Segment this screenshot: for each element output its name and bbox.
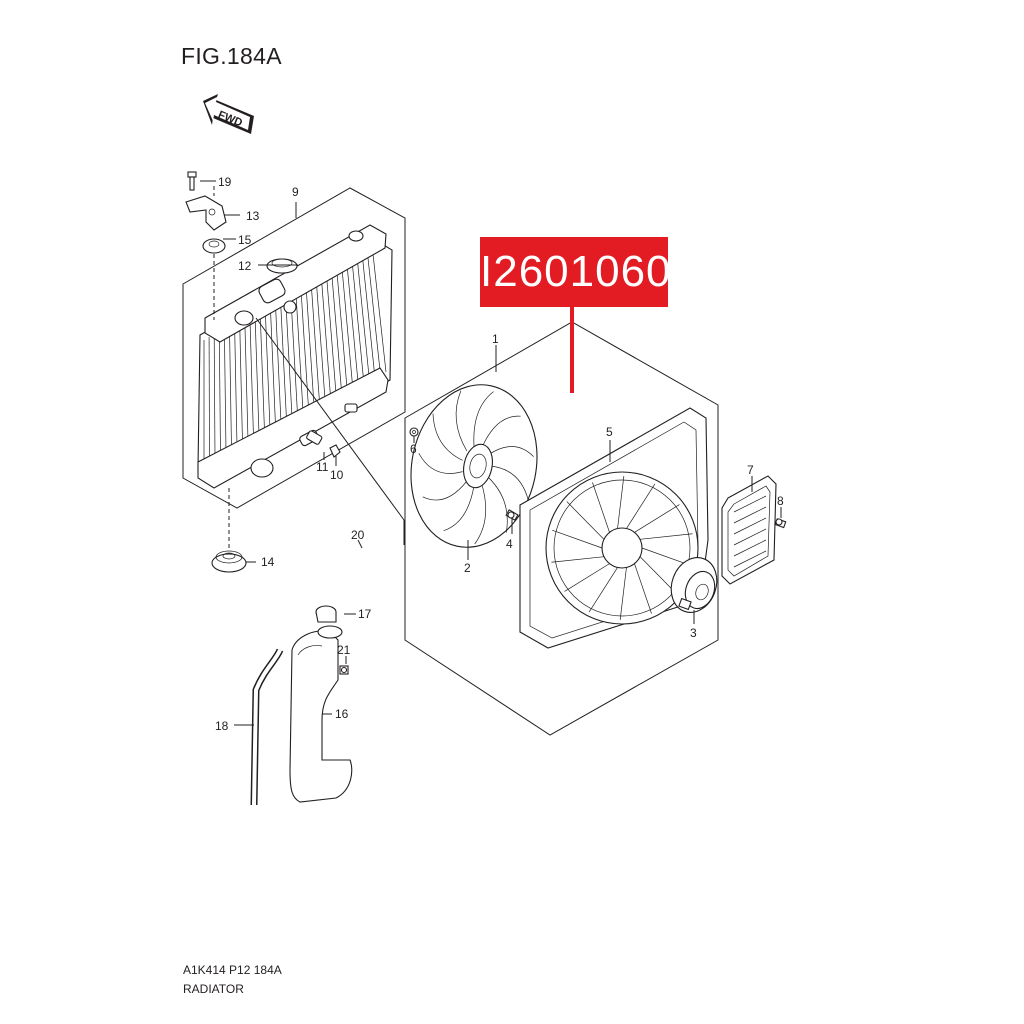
callout-11: 11 (316, 460, 329, 474)
highlighted-part-number: I2601060 (480, 237, 671, 307)
callout-4: 4 (506, 537, 513, 551)
callout-8: 8 (777, 494, 784, 508)
bracket-13 (185, 195, 227, 231)
callout-18: 18 (215, 719, 229, 733)
callout-14: 14 (261, 555, 275, 569)
reservoir-cap-17 (315, 605, 337, 623)
fan-shroud (519, 407, 709, 649)
screw-21 (339, 665, 349, 675)
figure-title: FIG.184A (181, 43, 282, 69)
callout-5: 5 (606, 425, 613, 439)
callout-6: 6 (410, 442, 417, 456)
screw-4 (505, 509, 519, 521)
drain-plug (306, 430, 341, 458)
callout-9: 9 (292, 185, 299, 199)
callout-3: 3 (690, 626, 697, 640)
callout-13: 13 (246, 209, 260, 223)
callout-7: 7 (747, 463, 754, 477)
leader-lines (200, 180, 782, 726)
overflow-hose-18 (250, 648, 284, 806)
radiator-group-outline (182, 187, 406, 509)
callout-10: 10 (330, 468, 344, 482)
radiator-cap (266, 258, 298, 274)
radiator-core (197, 224, 393, 489)
callout-16: 16 (335, 707, 349, 721)
callout-labels: 19 13 15 12 9 14 11 10 1 6 5 7 8 4 2 3 2… (215, 175, 784, 733)
fan-motor (670, 557, 718, 613)
screw-6 (409, 427, 419, 437)
callout-21: 21 (337, 643, 351, 657)
figure-name: RADIATOR (183, 982, 244, 996)
callout-17: 17 (358, 607, 372, 621)
screw-8 (774, 518, 787, 529)
figure-code: A1K414 P12 184A (183, 963, 282, 977)
cushion-14 (211, 550, 247, 573)
callout-1: 1 (492, 332, 499, 346)
bolt-19 (187, 171, 197, 191)
forward-arrow-icon: FWD (203, 94, 254, 134)
callout-15: 15 (238, 233, 252, 247)
callout-20: 20 (351, 528, 365, 542)
callout-2: 2 (464, 561, 471, 575)
cover-7 (721, 475, 777, 585)
reservoir-hose-20 (324, 542, 367, 615)
fan-blade (410, 384, 538, 548)
callout-12: 12 (238, 259, 252, 273)
reservoir-tank-16 (289, 625, 353, 803)
cushion-15 (202, 238, 226, 254)
callout-19: 19 (218, 175, 232, 189)
